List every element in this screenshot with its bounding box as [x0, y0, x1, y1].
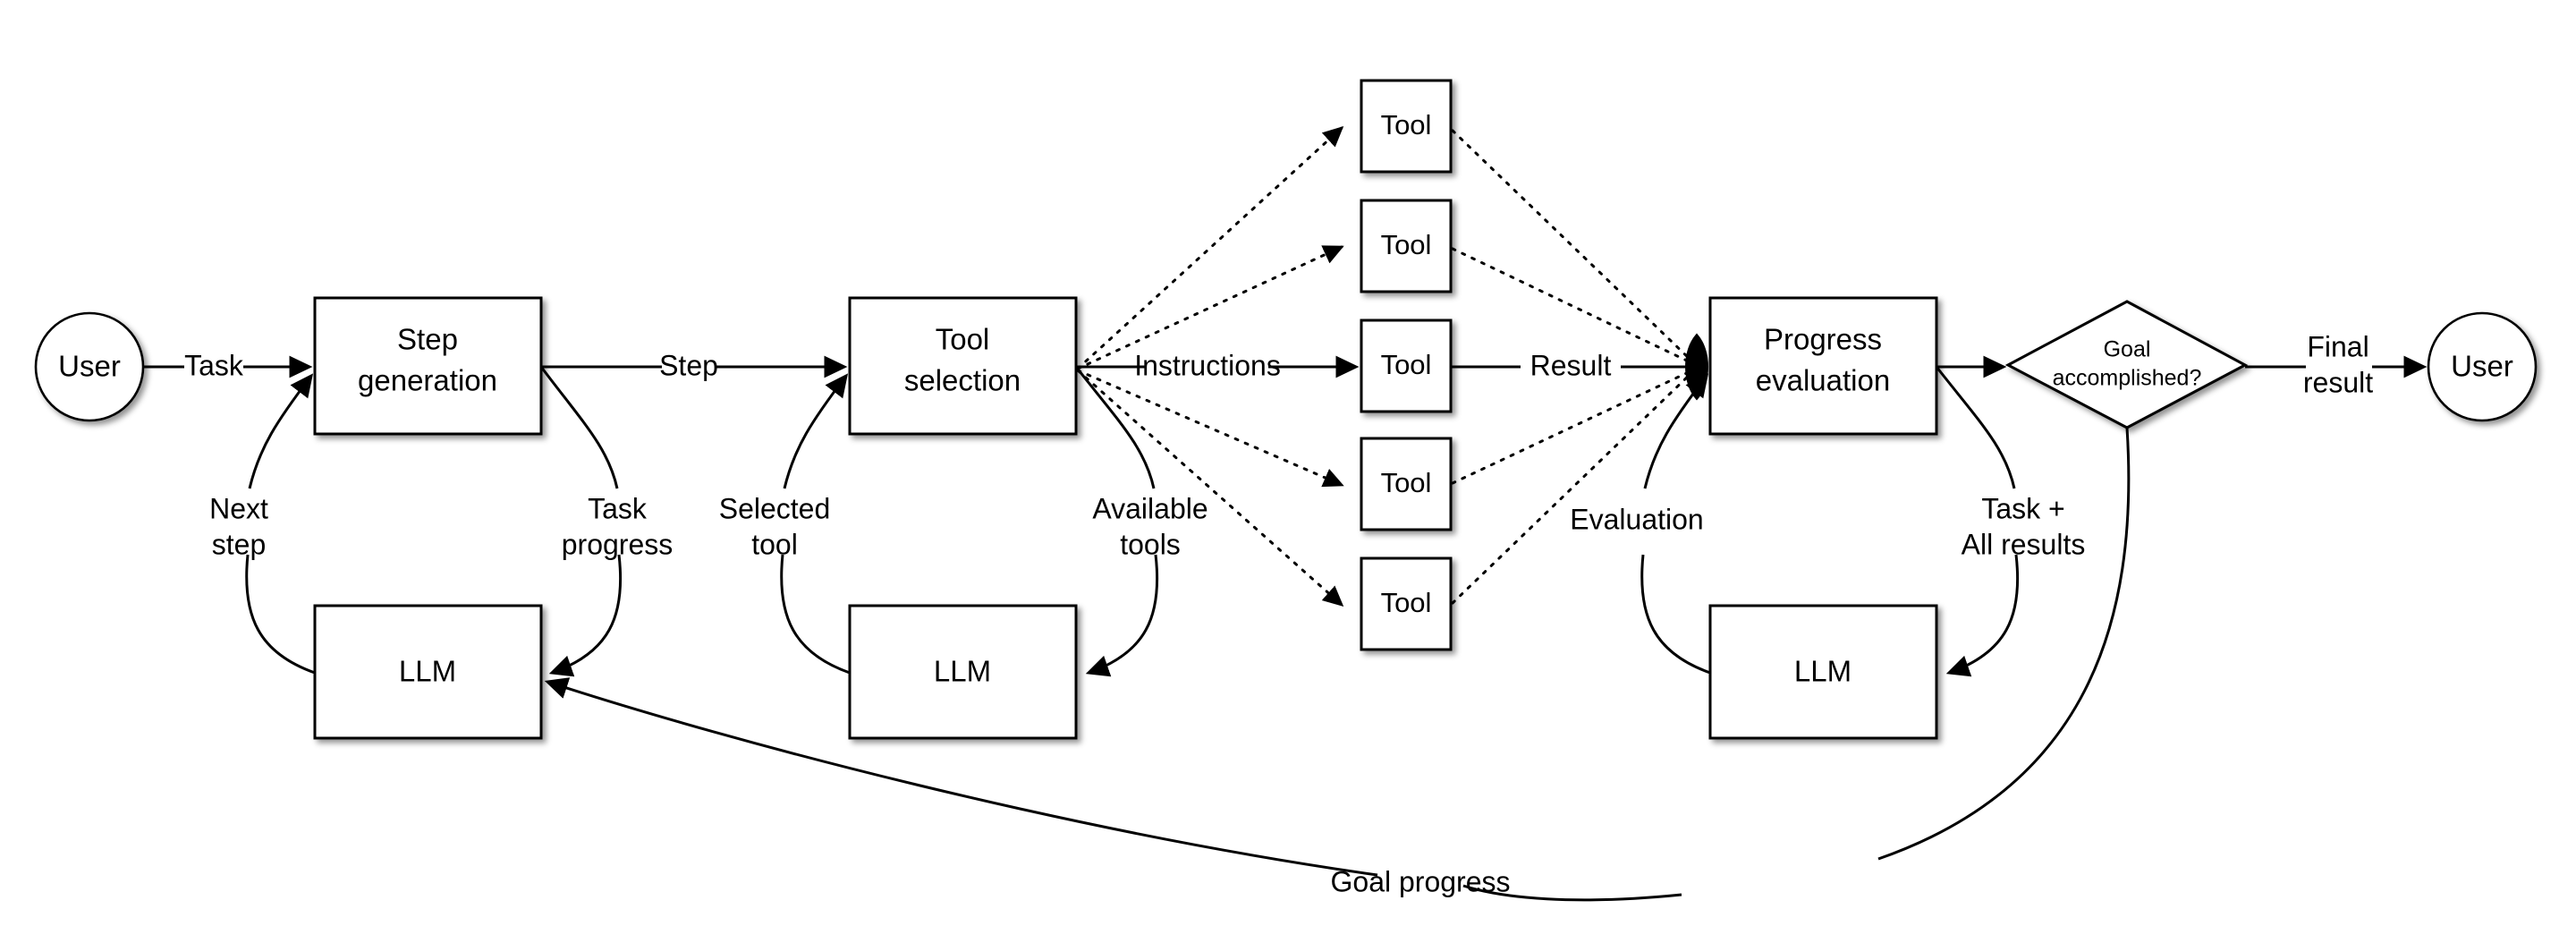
node-tool-4: Tool [1360, 437, 1453, 531]
edge-label-next-step-line1: Next [209, 492, 268, 524]
edge-label-goal-progress: Goal progress [1331, 865, 1511, 897]
edge-label-instructions: Instructions [1134, 349, 1281, 381]
edge-label-step: Step [659, 349, 718, 381]
node-llm-tool-label: LLM [934, 655, 991, 688]
edge-toolselect-to-tool-5 [1076, 369, 1344, 607]
edge-label-task-progress-line1: Task [588, 492, 648, 524]
edge-next-step [245, 373, 316, 675]
node-tool-1: Tool [1360, 79, 1453, 174]
edge-label-task: Task [184, 349, 244, 381]
edge-label-result: Result [1530, 349, 1612, 381]
node-llm-step: LLM [313, 604, 543, 740]
node-tool-1-label: Tool [1381, 109, 1432, 140]
edge-label-selected-tool-line2: tool [751, 528, 798, 560]
node-user-start: User [34, 311, 145, 422]
node-tool-5-label: Tool [1381, 587, 1432, 618]
edge-label-evaluation: Evaluation [1570, 503, 1703, 535]
edge-task-progress [539, 366, 623, 677]
edge-tool-4-to-progress [1451, 369, 1694, 485]
edge-label-available-tools-line1: Available [1092, 492, 1208, 524]
node-tool-4-label: Tool [1381, 467, 1432, 498]
node-llm-progress-label: LLM [1794, 655, 1852, 688]
edge-goal-progress [544, 427, 2131, 902]
edge-toolselect-to-tool-4 [1076, 369, 1344, 488]
node-llm-tool: LLM [848, 604, 1078, 740]
edge-label-next-step-line2: step [212, 528, 266, 560]
node-tool-selection: Tool selection [848, 296, 1078, 436]
edge-selected-tool [780, 373, 851, 675]
node-progress-evaluation: Progress evaluation [1708, 296, 1938, 436]
node-tool-3: Tool [1360, 319, 1453, 413]
edge-label-available-tools-line2: tools [1120, 528, 1181, 560]
node-progress-evaluation-label-line1: Progress [1764, 323, 1882, 356]
node-step-generation: Step generation [313, 296, 543, 436]
node-llm-step-label: LLM [399, 655, 456, 688]
edge-label-task-progress-line2: progress [562, 528, 674, 560]
edge-label-task-all-results-line2: All results [1962, 528, 2086, 560]
edge-label-selected-tool-line1: Selected [719, 492, 831, 524]
node-step-generation-label-line1: Step [397, 323, 458, 356]
node-decision-goal-accomplished: Goal accomplished? [2004, 300, 2249, 429]
node-user-start-label: User [58, 350, 121, 383]
node-progress-evaluation-label-line2: evaluation [1756, 364, 1890, 397]
edge-task-all-results [1935, 366, 2020, 677]
node-user-end: User [2427, 311, 2538, 422]
node-tool-selection-label-line2: selection [904, 364, 1021, 397]
edge-label-task-all-results-line1: Task + [1981, 492, 2064, 524]
node-tool-selection-label-line1: Tool [936, 323, 990, 356]
node-user-end-label: User [2451, 350, 2513, 383]
edge-tool-2-to-progress [1451, 247, 1694, 365]
node-step-generation-label-line2: generation [358, 364, 497, 397]
edge-toolselect-to-tool-1 [1076, 125, 1344, 370]
edge-label-final-result-line1: Final [2307, 330, 2368, 362]
edge-tool-1-to-progress [1451, 129, 1694, 363]
node-tool-3-label: Tool [1381, 349, 1432, 380]
node-decision-label-line1: Goal [2104, 337, 2151, 362]
node-llm-progress: LLM [1708, 604, 1938, 740]
edge-label-final-result-line2: result [2303, 366, 2373, 398]
edge-tool-5-to-progress [1451, 370, 1694, 605]
node-decision-label-line2: accomplished? [2053, 366, 2202, 391]
edge-available-tools [1074, 366, 1159, 677]
node-tool-5: Tool [1360, 556, 1453, 651]
edge-evaluation [1640, 373, 1711, 675]
node-tool-2-label: Tool [1381, 229, 1432, 260]
node-tool-2: Tool [1360, 199, 1453, 293]
